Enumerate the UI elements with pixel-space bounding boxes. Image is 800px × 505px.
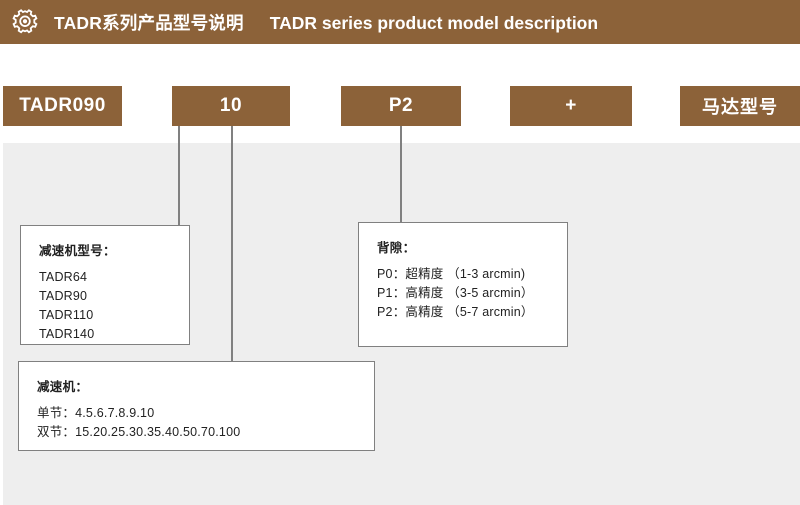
info-box-model: 减速机型号： TADR64 TADR90 TADR110 TADR140 — [20, 225, 190, 345]
page-header: TADR系列产品型号说明 TADR series product model d… — [0, 0, 800, 44]
list-item: P0：超精度 （1-3 arcmin) — [377, 267, 526, 281]
code-box-ratio[interactable]: 10 — [172, 86, 290, 126]
list-item: TADR140 — [39, 327, 95, 341]
left-white-margin — [0, 143, 3, 505]
info-box-model-title: 减速机型号： — [39, 244, 116, 258]
list-item: 双节：15.20.25.30.35.40.50.70.100 — [37, 425, 241, 439]
code-box-motor-model[interactable]: 马达型号 — [680, 86, 800, 126]
page-title-cn: TADR系列产品型号说明 — [54, 12, 244, 33]
info-box-backlash-title: 背隙： — [377, 241, 416, 255]
header-title-group: TADR系列产品型号说明 TADR series product model d… — [54, 10, 598, 35]
connector-line-model — [178, 126, 180, 225]
info-box-ratio: 减速机： 单节：4.5.6.7.8.9.10 双节：15.20.25.30.35… — [18, 361, 375, 451]
connector-line-backlash — [400, 126, 402, 222]
list-item: TADR90 — [39, 289, 88, 303]
info-box-backlash: 背隙： P0：超精度 （1-3 arcmin) P1：高精度 （3-5 arcm… — [358, 222, 568, 347]
list-item: TADR64 — [39, 270, 88, 284]
page-title-en: TADR series product model description — [269, 12, 599, 33]
connector-line-ratio — [231, 126, 233, 361]
gear-icon — [10, 7, 40, 37]
list-item: TADR110 — [39, 308, 94, 322]
code-box-plus[interactable]: + — [510, 86, 632, 126]
info-box-ratio-title: 减速机： — [37, 380, 89, 394]
list-item: 单节：4.5.6.7.8.9.10 — [37, 406, 155, 420]
code-box-model[interactable]: TADR090 — [3, 86, 122, 126]
code-box-backlash[interactable]: P2 — [341, 86, 461, 126]
list-item: P1：高精度 （3-5 arcmin） — [377, 286, 534, 300]
list-item: P2：高精度 （5-7 arcmin） — [377, 305, 534, 319]
